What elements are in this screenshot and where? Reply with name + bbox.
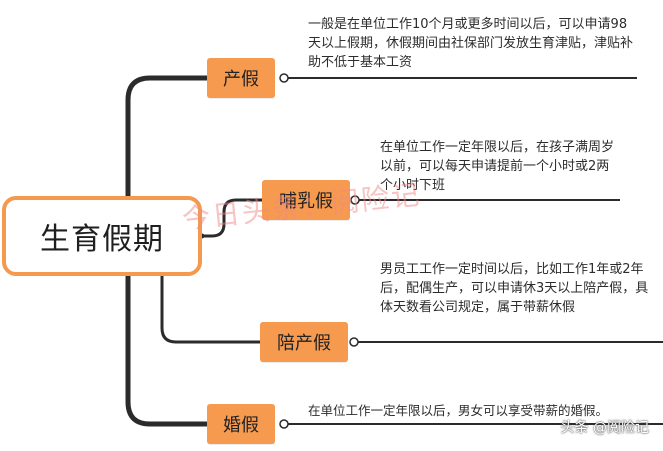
- source-mark: 头条 @阅险记: [560, 420, 649, 436]
- branch-description-maternity-leave: 一般是在单位工作10个月或更多时间以后，可以申请98天以上假期，休假期间由社保部…: [308, 17, 634, 70]
- connector-branch-3: [160, 270, 260, 344]
- branch-description-nursing-leave: 在单位工作一定年限以后，在孩子满周岁以前，可以每天申请提前一个小时或2两个小时下…: [380, 140, 615, 193]
- leader-dot-4: [279, 419, 289, 429]
- branch-node-paternity-leave: 陪产假: [260, 322, 348, 362]
- branch-node-nursing-leave: 哺乳假: [262, 180, 350, 220]
- root-node: 生育假期: [2, 196, 202, 276]
- leader-dot-3: [349, 337, 359, 347]
- leader-dot-1: [279, 73, 289, 83]
- branch-description-marriage-leave: 在单位工作一定年限以后，男女可以享受带薪的婚假。: [308, 403, 609, 418]
- branch-node-marriage-leave: 婚假: [207, 404, 275, 444]
- leader-dot-2: [350, 195, 360, 205]
- branch-node-maternity-leave: 产假: [207, 58, 275, 98]
- branch-description-paternity-leave: 男员工工作一定时间以后，比如工作1年或2年后，配偶生产，可以申请休3天以上陪产假…: [380, 262, 649, 315]
- connector-branch-2: [200, 198, 262, 238]
